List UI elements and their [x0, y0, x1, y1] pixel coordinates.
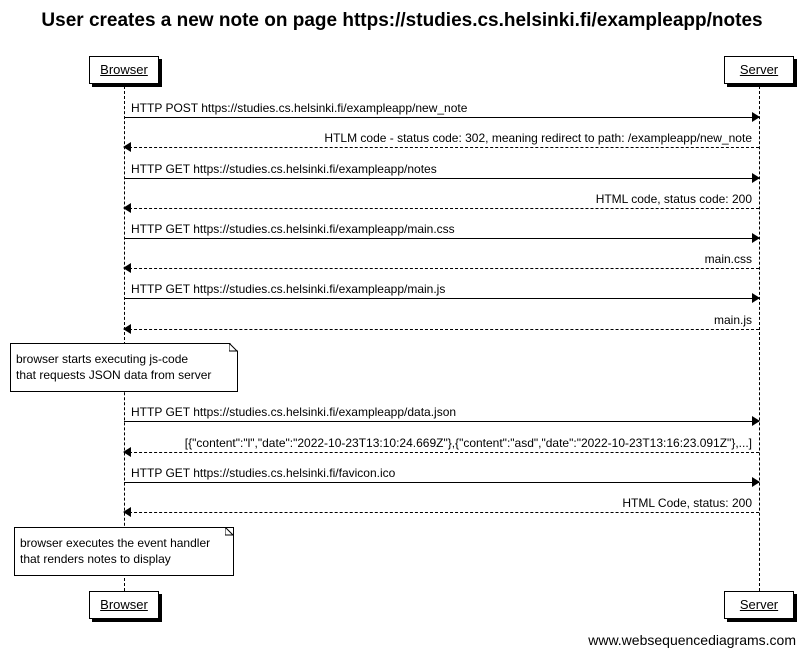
note-text: browser starts executing js-code — [16, 352, 189, 366]
message-label: main.js — [712, 313, 753, 327]
watermark-link[interactable]: www.websequencediagrams.com — [588, 632, 796, 648]
message-label: HTTP GET https://studies.cs.helsinki.fi/… — [130, 162, 438, 176]
message-label: HTTP GET https://studies.cs.helsinki.fi/… — [130, 405, 458, 419]
note-fold-icon — [229, 343, 238, 352]
server-lifeline — [759, 86, 760, 591]
arrowhead-left — [123, 447, 131, 457]
diagram-title: User creates a new note on page https://… — [41, 10, 763, 31]
message-label: HTTP GET https://studies.cs.helsinki.fi/… — [130, 282, 447, 296]
arrowhead-right — [752, 112, 760, 122]
note-text: that renders notes to display — [20, 552, 171, 566]
arrowhead-right — [752, 293, 760, 303]
note-text: browser executes the event handler — [20, 536, 211, 550]
browser-actor-top: Browser — [89, 56, 159, 84]
server-actor-top: Server — [724, 56, 794, 84]
note-box: browser starts executing js-code that re… — [10, 343, 238, 392]
arrowhead-right — [752, 416, 760, 426]
note-text: that requests JSON data from server — [16, 368, 212, 382]
browser-actor-bottom: Browser — [89, 591, 159, 619]
arrowhead-left — [123, 203, 131, 213]
arrowhead-left — [123, 263, 131, 273]
server-actor-bottom: Server — [724, 591, 794, 619]
message-label: [{"content":"l","date":"2022-10-23T13:10… — [183, 436, 753, 450]
arrowhead-left — [123, 324, 131, 334]
message-label: HTML code, status code: 200 — [594, 192, 753, 206]
message-label: HTLM code - status code: 302, meaning re… — [323, 131, 753, 145]
message-label: HTTP POST https://studies.cs.helsinki.fi… — [130, 101, 469, 115]
message-label: HTTP GET https://studies.cs.helsinki.fi/… — [130, 466, 397, 480]
arrowhead-right — [752, 233, 760, 243]
note-fold-icon — [225, 527, 234, 536]
browser-lifeline — [124, 86, 125, 591]
message-label: main.css — [703, 252, 753, 266]
arrowhead-right — [752, 477, 760, 487]
arrowhead-left — [123, 142, 131, 152]
message-label: HTTP GET https://studies.cs.helsinki.fi/… — [130, 222, 456, 236]
arrowhead-right — [752, 173, 760, 183]
note-box: browser executes the event handler that … — [14, 527, 234, 576]
message-label: HTML Code, status: 200 — [621, 496, 753, 510]
arrowhead-left — [123, 507, 131, 517]
